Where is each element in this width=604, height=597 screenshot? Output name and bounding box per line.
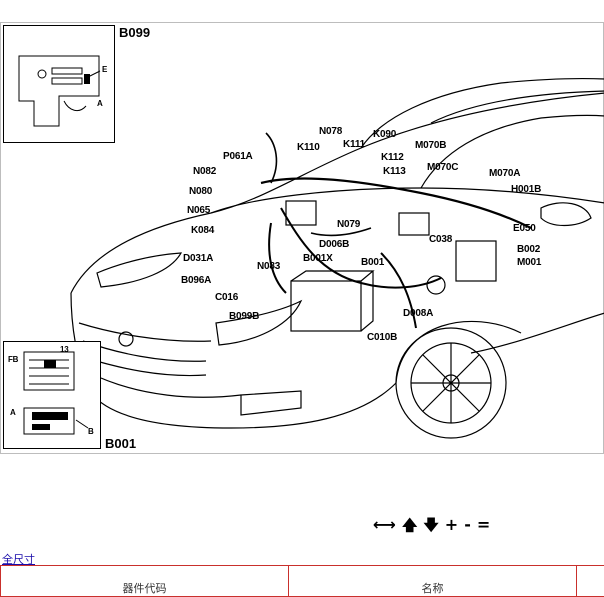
connector-label-m070a: M070A [489,168,520,179]
inset-b001-label-a: A [10,407,16,418]
connector-label-b096a: B096A [181,275,211,286]
inset-b001-label-b: B [88,426,94,437]
connector-label-d008a: D008A [403,308,433,319]
inset-b001-drawing [4,342,100,448]
header-extra [577,566,604,597]
connector-label-k084: K084 [191,225,214,236]
connector-label-n078: N078 [319,126,342,137]
connector-label-k112: K112 [381,152,404,163]
parts-table-header: 器件代码 名称 [1,566,604,597]
inset-b001: 13 FB A B [3,341,101,449]
connector-label-k113: K113 [383,166,406,177]
zoom-reset-button[interactable]: = [476,515,491,535]
connector-label-h001b: H001B [511,184,541,195]
connector-label-d006b: D006B [319,239,349,250]
connector-label-c010b: C010B [367,332,397,343]
wiring-diagram: E A B099 13 FB A B B001 N078 K090 K110 K… [0,22,604,454]
inset-b099: E A [3,25,115,143]
zoom-out-button[interactable]: - [463,515,472,535]
connector-label-m070c: M070C [427,162,458,173]
connector-label-p061a: P061A [223,151,253,162]
inset-b099-label-a: A [97,98,103,109]
inset-b001-label-fb: FB [8,354,18,365]
parts-table: 器件代码 名称 [0,565,604,597]
connector-label-n080: N080 [189,186,212,197]
connector-label-m001: M001 [517,257,541,268]
connector-label-k110: K110 [297,142,320,153]
connector-label-b002: B002 [517,244,540,255]
inset-b001-label-13: 13 [60,344,69,355]
zoom-in-button[interactable]: + [444,515,459,535]
header-name: 名称 [289,566,577,597]
connector-label-n065: N065 [187,205,210,216]
connector-label-n082: N082 [193,166,216,177]
connector-label-m070b: M070B [415,140,446,151]
diagram-controls: ⟷ 🡅 🡇 + - = [372,514,491,536]
connector-label-b001x: B001X [303,253,333,264]
pan-up-button[interactable]: 🡅 [401,515,418,535]
pan-horizontal-button[interactable]: ⟷ [372,515,397,535]
connector-label-k111: K111 [343,139,365,150]
inset-title-b099: B099 [119,26,150,40]
connector-label-b001: B001 [361,257,384,268]
connector-label-n083: N083 [257,261,280,272]
connector-label-e050: E050 [513,223,536,234]
connector-label-c038: C038 [429,234,452,245]
inset-title-b001: B001 [105,437,136,451]
inset-b099-label-e: E [102,64,107,75]
connector-label-k090: K090 [373,129,396,140]
inset-b099-drawing [4,26,114,142]
connector-label-b099b: B099B [229,311,259,322]
connector-label-c016: C016 [215,292,238,303]
pan-down-button[interactable]: 🡇 [422,515,439,535]
connector-label-d031a: D031A [183,253,213,264]
connector-label-n079: N079 [337,219,360,230]
header-part-code: 器件代码 [1,566,289,597]
